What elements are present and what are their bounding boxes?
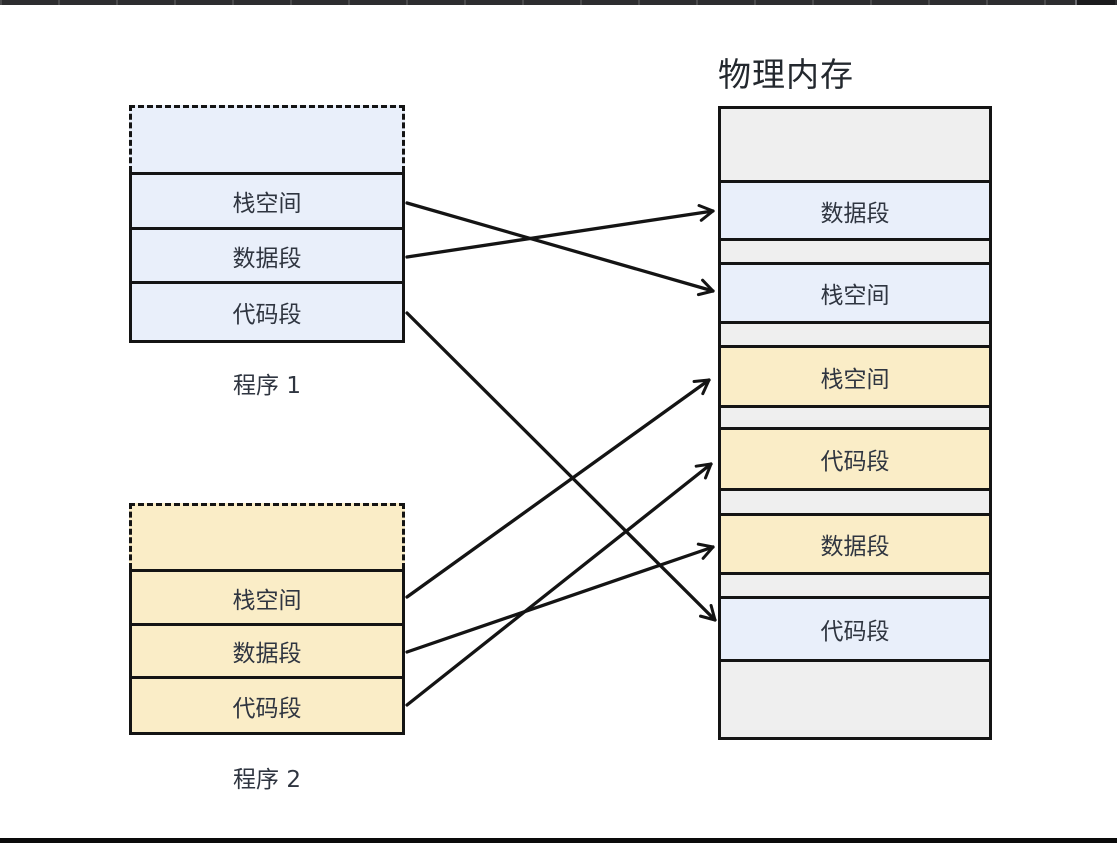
arrow-p2-code-to-memory <box>405 462 713 707</box>
arrow-p1-stack-to-memory <box>405 201 715 297</box>
arrow-p2-data-to-memory <box>405 542 715 654</box>
memory-row-free <box>721 572 989 596</box>
bottom-chrome-strip <box>0 838 1117 843</box>
arrow-p2-stack-to-memory <box>405 378 711 599</box>
top-chrome-highlight <box>1075 0 1115 5</box>
physical-memory-column: 数据段 栈空间 栈空间 代码段 数据段 代码段 <box>718 106 992 740</box>
memory-row-free <box>721 405 989 427</box>
memory-row-free <box>721 238 989 262</box>
memory-row-p1-code: 代码段 <box>721 596 989 659</box>
memory-row-free <box>721 488 989 513</box>
program2-box: 栈空间 数据段 代码段 <box>129 569 405 735</box>
memory-row-p1-data: 数据段 <box>721 180 989 238</box>
program2-code-segment: 代码段 <box>132 676 402 732</box>
program2-stack-segment: 栈空间 <box>232 587 302 614</box>
memory-row-p1-stack: 栈空间 <box>721 262 989 321</box>
top-chrome-strip <box>0 0 1117 5</box>
program1-code-segment: 代码段 <box>132 281 402 340</box>
program1-data-segment: 数据段 <box>132 227 402 281</box>
program1-label: 程序 1 <box>233 373 301 399</box>
program1-box: 栈空间 数据段 代码段 <box>129 172 405 343</box>
memory-row-free <box>721 109 989 180</box>
memory-row-free <box>721 659 989 737</box>
arrow-p1-code-to-memory <box>405 311 717 622</box>
physical-memory-title: 物理内存 <box>718 55 854 94</box>
memory-row-p2-stack: 栈空间 <box>721 345 989 405</box>
memory-row-free <box>721 321 989 345</box>
program2-data-segment: 数据段 <box>132 623 402 676</box>
program1-unmapped-region <box>129 105 405 172</box>
program1-stack-segment: 栈空间 <box>232 191 302 217</box>
memory-row-p2-data: 数据段 <box>721 513 989 572</box>
program2-label: 程序 2 <box>233 767 301 793</box>
memory-row-p2-code: 代码段 <box>721 427 989 488</box>
program2-unmapped-region <box>129 503 405 569</box>
arrow-p1-data-to-memory <box>405 204 715 259</box>
